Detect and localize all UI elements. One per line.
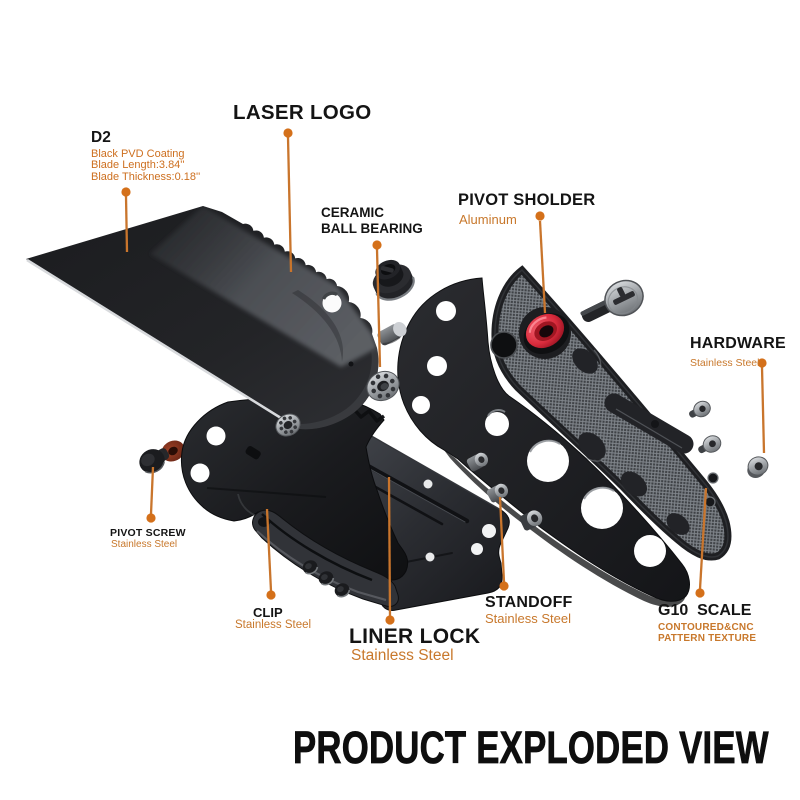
clip-screws [302,560,351,598]
part-blade [26,206,379,430]
label-laser-logo: LASER LOGO [233,101,372,124]
ceramic-line2: BALL BEARING [321,221,423,236]
blade-spec-length: Blade Length:3.84'' [91,159,185,172]
page-title: PRODUCT EXPLODED VIEW [293,722,769,773]
label-standoff-material: Stainless Steel [485,611,571,626]
label-clip: CLIP [253,605,283,620]
part-right-liner [397,277,690,607]
part-stop-pin [377,322,407,346]
leader-lines [124,136,766,617]
label-blade-specs: Black PVD Coating Blade Length:3.84'' Bl… [91,147,201,184]
label-pivot-sholder: PIVOT SHOLDER [458,191,596,209]
label-ceramic-ball-bearing: CERAMIC BALL BEARING [321,205,423,237]
label-pivot-screw-material: Stainless Steel [111,539,178,550]
blade-spec-coating: Black PVD Coating [91,147,185,160]
label-liner-lock-material: Stainless Steel [351,647,454,664]
label-blade-d2: D2 [91,129,111,146]
label-pivot-screw: PIVOT SCREW [110,527,186,539]
leader-dots [121,128,767,625]
label-pivot-sholder-material: Aluminum [459,212,517,227]
label-hardware: HARDWARE [690,335,786,352]
label-standoff: STANDOFF [485,594,573,611]
g10-material-line1: CONTOURED&CNC [658,622,754,633]
label-g10-scale-material: CONTOURED&CNC PATTERN TEXTURE [658,622,756,644]
part-pivot-screw [139,440,185,474]
part-ball-bearing [366,370,400,402]
hardware-screws [580,279,769,478]
ceramic-line1: CERAMIC [321,205,384,220]
part-clip [252,509,399,607]
part-standoffs [466,452,543,531]
part-pivot-sholder [523,313,570,354]
label-liner-lock: LINER LOCK [349,625,481,648]
g10-material-line2: PATTERN TEXTURE [658,633,757,644]
blade-spec-thickness: Blade Thickness:0.18'' [91,171,201,184]
label-g10-scale: G10 SCALE [658,602,752,619]
part-ball-bearing-small [275,413,301,437]
part-pivot-barrel [372,259,415,301]
label-hardware-material: Stainless Steel [690,357,760,369]
label-clip-material: Stainless Steel [235,619,312,631]
